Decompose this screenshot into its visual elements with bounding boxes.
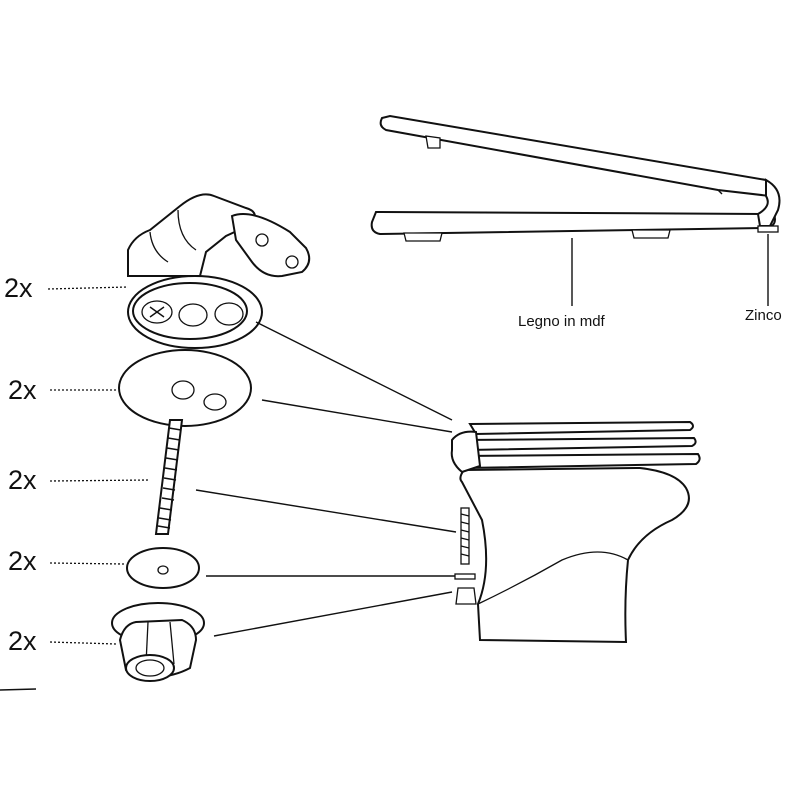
screw-hole [178,303,208,327]
qty-label-washer: 2x [8,546,37,576]
base-plate [118,349,252,427]
installed-hinge [450,430,482,474]
installed-washer [454,573,476,580]
toilet-bowl [450,420,701,644]
installed-bolt [460,507,470,565]
screw-hole [214,302,244,326]
qty-label-bolt: 2x [8,465,37,495]
assembly-guide-lines [195,321,457,637]
wing-nut [111,602,205,682]
quantity-column: 2x 2x 2x 2x 2x [4,273,151,656]
hinge-base [757,225,779,233]
lid-bumper [425,135,441,149]
hinge-arm [230,213,311,278]
material-label-seat: Legno in mdf [518,313,606,330]
hinge-arm-hole [255,233,269,247]
qty-label-nut: 2x [8,626,37,656]
seat-bumper-left [403,232,443,242]
threaded-bolt [154,419,184,535]
installed-nut [455,587,477,605]
qty-label-plate: 2x [8,375,37,405]
hinge-part [127,193,311,349]
washer [126,547,200,589]
hinge-arm-hole [285,255,299,269]
plate-hole [171,380,195,400]
seat-bumper-right [631,229,671,239]
installed-lid-layer [460,436,697,452]
seat-ring [370,210,776,236]
material-label-hinge: Zinco [745,307,782,324]
seat-lid [379,114,774,198]
installed-seat-layer [468,420,694,436]
qty-label-hinge: 2x [4,273,33,303]
page-edge-line [0,688,37,691]
plate-hole [203,393,227,411]
toilet-seat-and-lid: Legno in mdf Zinco [370,114,782,330]
